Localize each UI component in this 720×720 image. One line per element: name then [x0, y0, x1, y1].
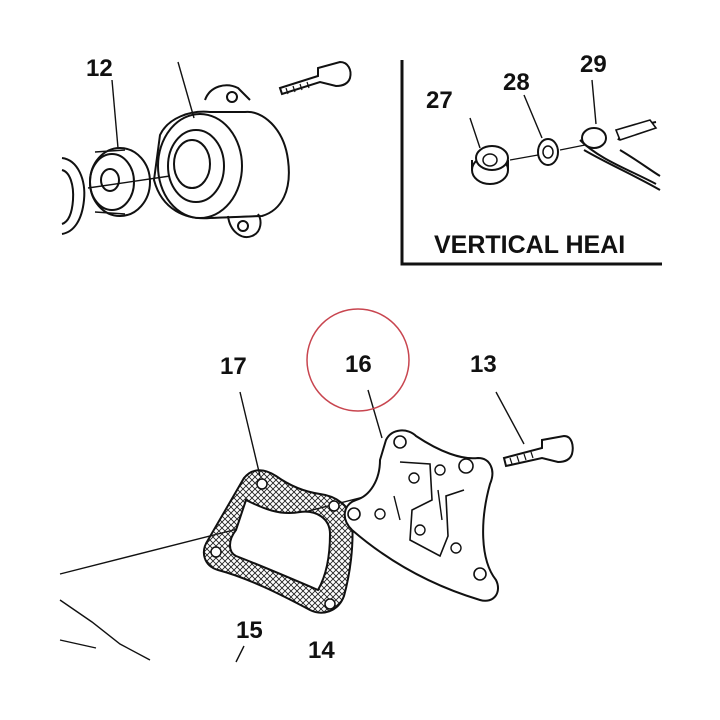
callout-labels: 12 27 28 29 17 16 13 15 14 VERTICAL HEAI [86, 51, 625, 664]
inset-caption: VERTICAL HEAI [434, 231, 625, 259]
callout-15: 15 [236, 617, 263, 644]
callout-12: 12 [86, 55, 113, 82]
plate-gasket-assembly [59, 389, 574, 663]
inset-box [400, 60, 662, 266]
plate-16 [343, 429, 499, 602]
callout-13: 13 [470, 351, 497, 378]
callout-14: 14 [308, 637, 335, 664]
callout-16: 16 [345, 351, 372, 378]
callout-28: 28 [503, 69, 530, 96]
callout-17: 17 [220, 353, 247, 380]
callout-29: 29 [580, 51, 607, 78]
highlight-circle [306, 308, 410, 412]
callout-27: 27 [426, 87, 453, 114]
bearing-housing-assembly [61, 60, 352, 238]
